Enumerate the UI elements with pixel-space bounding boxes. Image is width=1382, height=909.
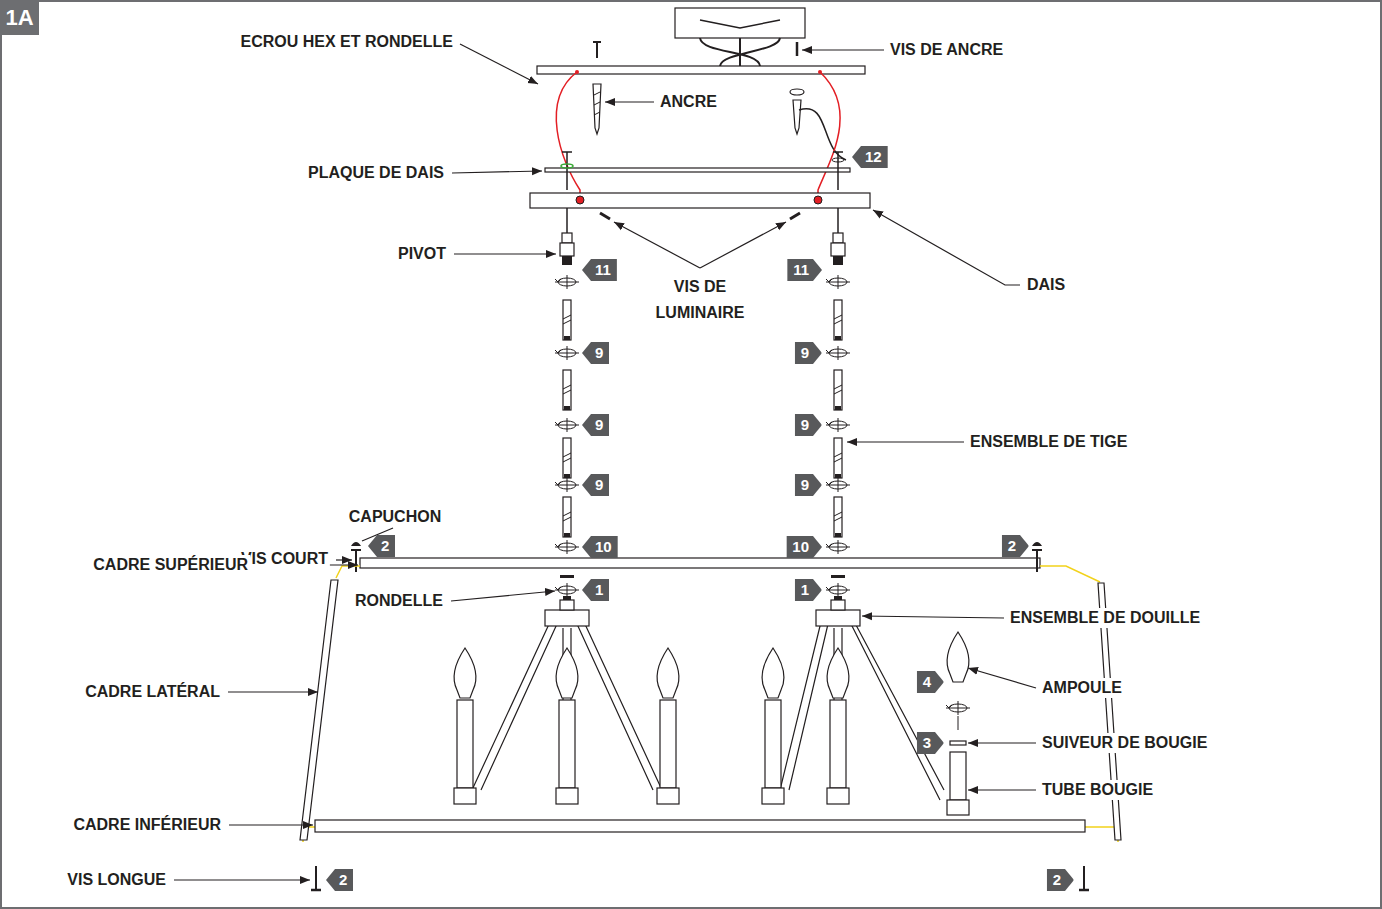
callout-tag: 9 <box>795 474 822 496</box>
callout-number: 9 <box>801 476 809 493</box>
callout-number: 9 <box>801 416 809 433</box>
callout-tag: 2 <box>1047 869 1074 891</box>
figure-number: 1A <box>5 5 33 31</box>
part-label: VIS COURT <box>239 549 330 569</box>
part-label: PLAQUE DE DAIS <box>306 163 446 183</box>
callout-number: 3 <box>923 734 931 751</box>
callout-number: 11 <box>793 261 809 278</box>
part-label: RONDELLE <box>353 591 445 611</box>
part-label: CADRE LATÉRAL <box>83 682 222 702</box>
part-label: VIS DE LUMINAIRE <box>638 274 762 326</box>
part-label: VIS DE ANCRE <box>888 40 1005 60</box>
callout-tag: 1 <box>582 579 609 601</box>
callout-number: 1 <box>801 581 809 598</box>
part-label: DAIS <box>1025 275 1067 295</box>
callout-number: 2 <box>381 537 389 554</box>
part-label: CADRE SUPÉRIEUR <box>91 555 250 575</box>
callout-tag: 2 <box>1002 535 1029 557</box>
callout-tag: 2 <box>326 869 353 891</box>
figure-tag: 1A <box>0 0 39 35</box>
part-label: VIS LONGUE <box>65 870 168 890</box>
callout-number: 9 <box>801 344 809 361</box>
callout-number: 1 <box>595 581 603 598</box>
callout-number: 9 <box>595 416 603 433</box>
callout-number: 9 <box>595 344 603 361</box>
part-label: ECROU HEX ET RONDELLE <box>239 32 455 52</box>
part-label: AMPOULE <box>1040 678 1124 698</box>
callout-tag: 9 <box>582 342 609 364</box>
part-label: TUBE BOUGIE <box>1040 780 1155 800</box>
callout-tag: 9 <box>795 342 822 364</box>
callout-tag: 9 <box>582 414 609 436</box>
callout-tag: 10 <box>786 536 822 558</box>
callout-number: 2 <box>339 871 347 888</box>
part-label: ENSEMBLE DE DOUILLE <box>1008 608 1202 628</box>
part-label: CADRE INFÉRIEUR <box>71 815 223 835</box>
callout-tag: 10 <box>582 536 618 558</box>
callout-number: 2 <box>1053 871 1061 888</box>
part-label: SUIVEUR DE BOUGIE <box>1040 733 1209 753</box>
callout-tag: 9 <box>582 474 609 496</box>
callout-number: 10 <box>792 538 809 555</box>
callout-tag: 3 <box>917 732 944 754</box>
part-label: PIVOT <box>396 244 448 264</box>
callout-tag: 2 <box>368 535 395 557</box>
callout-number: 2 <box>1008 537 1016 554</box>
callout-number: 12 <box>865 148 882 165</box>
callout-tag: 1 <box>795 579 822 601</box>
callout-tag: 12 <box>852 146 888 168</box>
callout-tag: 4 <box>917 671 944 693</box>
callout-number: 4 <box>923 673 931 690</box>
callout-number: 9 <box>595 476 603 493</box>
callout-tag: 9 <box>795 414 822 436</box>
callout-number: 10 <box>595 538 612 555</box>
callout-number: 11 <box>595 261 611 278</box>
part-label: ANCRE <box>658 92 719 112</box>
part-label: ENSEMBLE DE TIGE <box>968 432 1129 452</box>
callout-tag: 11 <box>582 259 617 281</box>
part-label: CAPUCHON <box>347 507 443 527</box>
callout-tag: 11 <box>787 259 822 281</box>
